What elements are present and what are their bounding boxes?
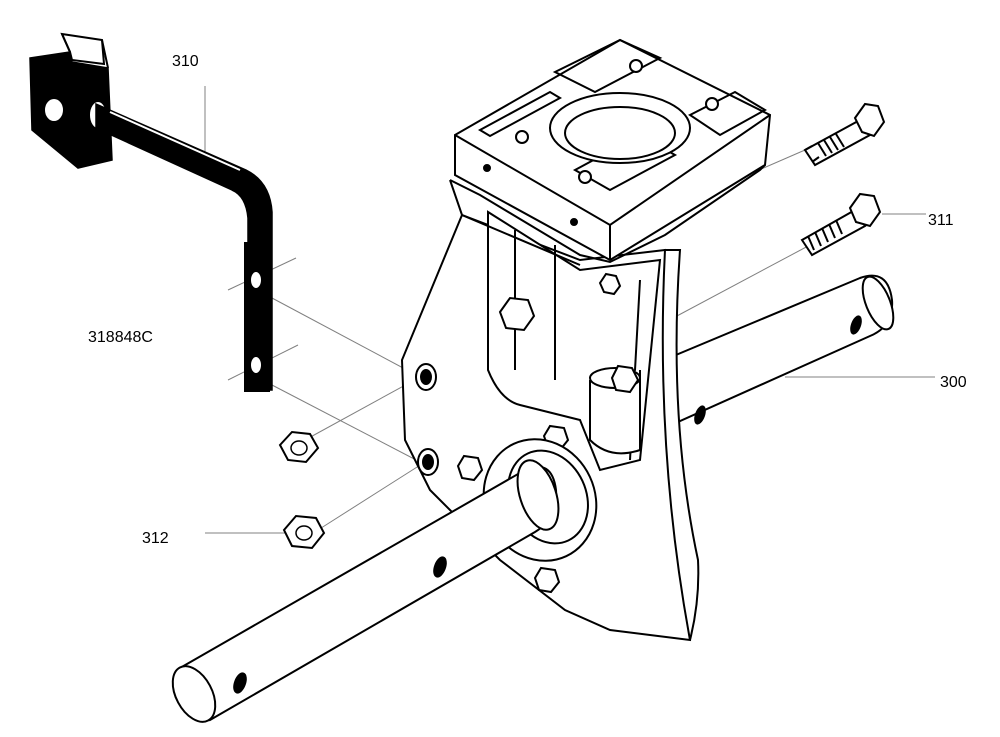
callout-310: 310 [172,53,199,70]
callout-300: 300 [940,374,967,391]
callout-312: 312 [142,530,169,547]
alignment-line-upper-nut [304,376,421,441]
drawing-id-label: 318848C [88,329,153,346]
alignment-line-lower-bolt [659,244,811,326]
alignment-line-upper-hole [271,297,421,378]
bolt-upper [803,102,886,167]
alignment-line-lower-nut [317,461,426,531]
bracket-lower-slot [251,357,261,373]
shaft-front [171,459,560,723]
bracket-clamp-hole [43,97,65,123]
alignment-line-lower-hole [271,384,421,463]
callout-311: 311 [928,212,954,229]
bolt-part [800,102,886,257]
leader-lines [204,86,935,534]
bracket-upper-slot [251,272,261,288]
bolt-lower [800,192,882,257]
bracket-part [29,32,273,392]
nut-part [278,430,326,550]
shaft-rear [638,274,895,432]
